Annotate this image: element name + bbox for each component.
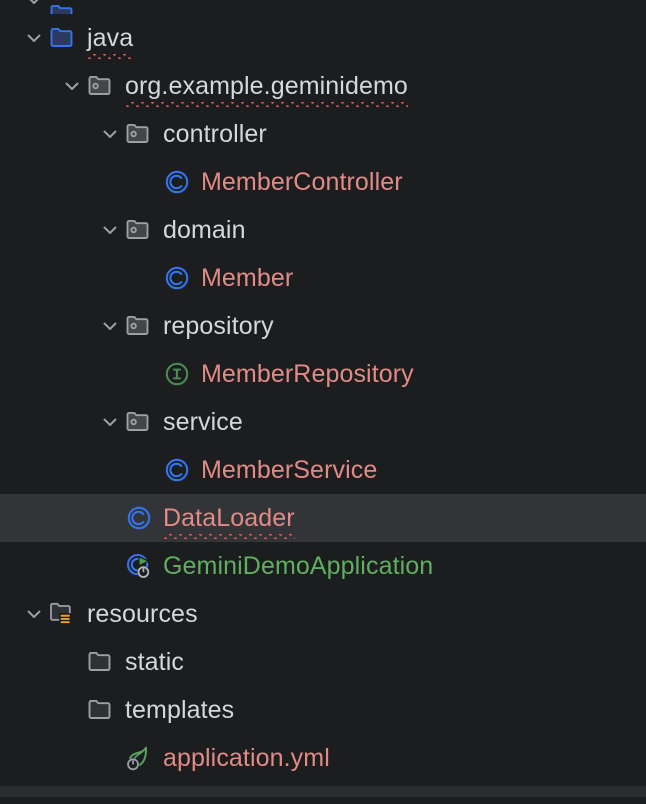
chevron-down-icon[interactable] [20, 24, 48, 52]
tree-row-Member[interactable]: Member [0, 254, 646, 302]
tree-row-label: static [125, 647, 184, 676]
tree-row-label: domain [163, 215, 246, 244]
package-folder-icon [124, 215, 154, 245]
tree-row-label: MemberService [201, 455, 378, 484]
chevron-down-icon[interactable] [20, 0, 48, 14]
tree-row-label: controller [163, 119, 267, 148]
java-class-icon [162, 455, 192, 485]
chevron-placeholder [134, 168, 162, 196]
tree-row-label: repository [163, 311, 274, 340]
chevron-placeholder [134, 456, 162, 484]
tree-row-MemberController[interactable]: MemberController [0, 158, 646, 206]
tree-row-domain[interactable]: domain [0, 206, 646, 254]
runnable-spring-class-icon [124, 551, 154, 581]
tree-row-DataLoader[interactable]: DataLoader [0, 494, 646, 542]
tree-row-label: java [87, 23, 134, 59]
tree-row-org-example-geminidemo[interactable]: org.example.geminidemo [0, 62, 646, 110]
java-class-icon [162, 167, 192, 197]
bottom-edge-strip [0, 797, 646, 804]
chevron-down-icon[interactable] [20, 600, 48, 628]
source-root-folder-icon [48, 23, 78, 53]
tree-row-controller[interactable]: controller [0, 110, 646, 158]
tree-row-resources[interactable]: resources [0, 590, 646, 638]
spring-config-file-icon [124, 743, 154, 773]
chevron-placeholder [96, 552, 124, 580]
chevron-placeholder [96, 744, 124, 772]
java-class-icon [162, 263, 192, 293]
tree-row-application-yml[interactable]: application.yml [0, 734, 646, 782]
tree-row-MemberRepository[interactable]: MemberRepository [0, 350, 646, 398]
tree-row-static[interactable]: static [0, 638, 646, 686]
chevron-down-icon[interactable] [96, 408, 124, 436]
tree-row-label: org.example.geminidemo [125, 71, 408, 107]
tree-row-label: Member [201, 263, 294, 292]
tree-row-label: MemberRepository [201, 359, 414, 388]
folder-icon [86, 647, 116, 677]
chevron-placeholder [58, 648, 86, 676]
tree-row-label: GeminiDemoApplication [163, 551, 434, 580]
chevron-down-icon[interactable] [96, 120, 124, 148]
chevron-down-icon[interactable] [96, 312, 124, 340]
package-folder-icon [124, 119, 154, 149]
java-class-icon [124, 503, 154, 533]
package-folder-icon [124, 311, 154, 341]
chevron-down-icon[interactable] [58, 72, 86, 100]
java-interface-icon [162, 359, 192, 389]
chevron-placeholder [134, 264, 162, 292]
tree-row-label: application.yml [163, 743, 330, 772]
resource-root-folder-icon [48, 599, 78, 629]
tree-row-GeminiDemoApplication[interactable]: GeminiDemoApplication [0, 542, 646, 590]
tree-row-repository[interactable]: repository [0, 302, 646, 350]
source-root-folder-icon [48, 0, 78, 14]
chevron-placeholder [58, 696, 86, 724]
tree-row-label: service [163, 407, 243, 436]
package-folder-icon [86, 71, 116, 101]
tree-row-MemberService[interactable]: MemberService [0, 446, 646, 494]
tree-row-label: templates [125, 695, 235, 724]
chevron-down-icon[interactable] [96, 216, 124, 244]
tree-row-label: DataLoader [163, 503, 295, 539]
bottom-status-divider [0, 786, 646, 797]
chevron-placeholder [134, 360, 162, 388]
tree-row-label: resources [87, 599, 198, 628]
package-folder-icon [124, 407, 154, 437]
tree-row-templates[interactable]: templates [0, 686, 646, 734]
chevron-placeholder [96, 504, 124, 532]
tree-row-service[interactable]: service [0, 398, 646, 446]
tree-row-java[interactable]: java [0, 14, 646, 62]
folder-icon [86, 695, 116, 725]
tree-row-main[interactable] [0, 0, 646, 14]
tree-row-label: MemberController [201, 167, 403, 196]
